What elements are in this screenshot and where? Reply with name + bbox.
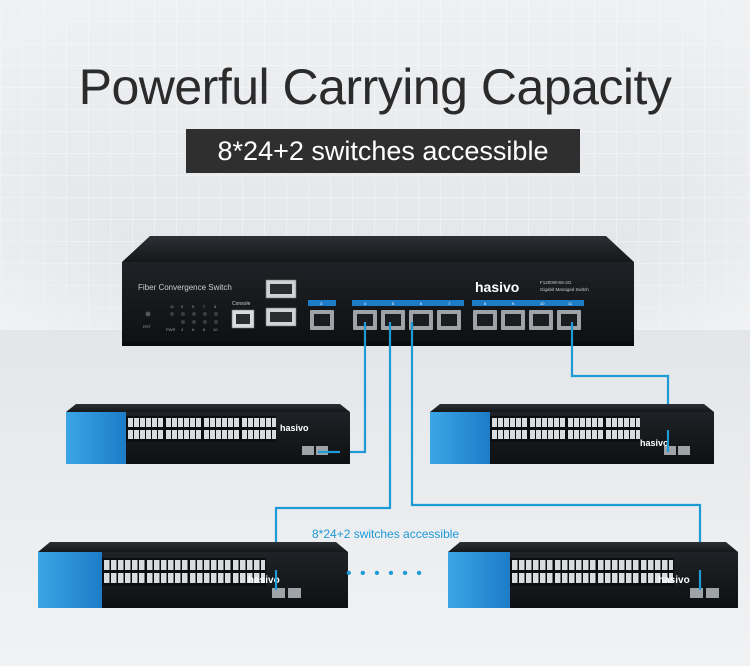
switch-port-row xyxy=(104,560,265,583)
led xyxy=(181,320,185,324)
console-label: Console xyxy=(232,301,251,307)
main-switch: Fiber Convergence Switch RST 11 5 5 7 8 … xyxy=(122,236,634,346)
sfp-port[interactable] xyxy=(706,588,719,598)
main-switch-model-desc: Gigabit Managed Switch xyxy=(540,287,589,292)
port-number: 8 xyxy=(484,301,487,306)
sfp-ports xyxy=(310,310,581,330)
port-number: 4 xyxy=(364,301,367,306)
sfp-port[interactable] xyxy=(690,588,703,598)
sub-switch-brand: hasivo xyxy=(640,438,669,448)
led-bottom-label-3: 8 xyxy=(203,327,206,332)
sub-switch-brand: hasivo xyxy=(248,575,280,586)
ellipsis-dots: • • • • • • xyxy=(346,565,424,582)
led-top-label-5: 8 xyxy=(214,304,217,309)
port-label-bar-1 xyxy=(308,300,336,306)
switch-blue-panel xyxy=(38,552,102,608)
headline: Powerful Carrying Capacity xyxy=(78,59,672,115)
sub-switch-4: hasivo xyxy=(448,542,738,608)
led-top-label-3: 5 xyxy=(192,304,195,309)
port-number: 5 xyxy=(392,301,395,306)
switch-blue-panel xyxy=(448,552,510,608)
led-bottom-label-2: 6 xyxy=(192,327,195,332)
reset-button[interactable] xyxy=(145,311,151,317)
port-label-bar-2 xyxy=(352,300,464,306)
sub-switch-3: hasivo xyxy=(38,542,348,608)
subheadline-box xyxy=(186,129,580,173)
led xyxy=(170,312,174,316)
switch-port-row xyxy=(492,418,640,439)
led xyxy=(203,312,207,316)
main-switch-top xyxy=(122,236,634,262)
main-switch-brand: hasivo xyxy=(475,279,519,295)
switch-port-row xyxy=(128,418,276,439)
port-number: 7 xyxy=(448,301,451,306)
sfp-port[interactable] xyxy=(678,446,690,455)
led xyxy=(192,312,196,316)
reset-label: RST xyxy=(143,324,152,329)
led-top-label-1: 11 xyxy=(170,304,175,309)
switch-port-row xyxy=(512,560,673,583)
port-number: 10 xyxy=(540,301,545,306)
port-number: 11 xyxy=(568,301,573,306)
led-top-label-2: 5 xyxy=(181,304,184,309)
switch-blue-panel xyxy=(66,412,126,464)
led-bottom-label-4: 10 xyxy=(213,327,218,332)
led-bottom-label-1: 4 xyxy=(181,327,184,332)
console-port-inner xyxy=(236,314,250,324)
led xyxy=(192,320,196,324)
sub-switch-brand: hasivo xyxy=(280,423,309,433)
led-top-label-4: 7 xyxy=(203,304,206,309)
subheadline: 8*24+2 switches accessible xyxy=(217,136,549,166)
rj45-port-inner xyxy=(270,312,292,322)
led xyxy=(203,320,207,324)
port-number: 3 xyxy=(320,301,323,306)
port-number: 6 xyxy=(420,301,423,306)
main-switch-bottom-edge xyxy=(122,342,634,346)
sfp-port[interactable] xyxy=(272,588,285,598)
sfp-port[interactable] xyxy=(316,446,328,455)
led xyxy=(214,312,218,316)
cable-ends xyxy=(274,430,702,590)
pwr-label: PWR xyxy=(166,327,175,332)
switch-blue-panel xyxy=(430,412,490,464)
sfp-port[interactable] xyxy=(302,446,314,455)
main-switch-model-label: Fiber Convergence Switch xyxy=(138,283,232,292)
main-switch-model-code: F1200W-8S-2G xyxy=(540,280,572,285)
led xyxy=(214,320,218,324)
led-grid: 11 5 5 7 8 PWR 4 6 8 10 xyxy=(166,304,218,332)
port-number: 9 xyxy=(512,301,515,306)
sfp-port[interactable] xyxy=(288,588,301,598)
sub-switch-brand: hasivo xyxy=(658,575,690,586)
port-label-bar-3 xyxy=(472,300,584,306)
sfp-port[interactable] xyxy=(664,446,676,455)
annotation-text: 8*24+2 switches accessible xyxy=(312,527,459,541)
sub-switch-2: hasivo xyxy=(430,404,714,464)
sub-switch-1: hasivo xyxy=(66,404,350,464)
led xyxy=(181,312,185,316)
rj45-port-inner xyxy=(270,284,292,294)
